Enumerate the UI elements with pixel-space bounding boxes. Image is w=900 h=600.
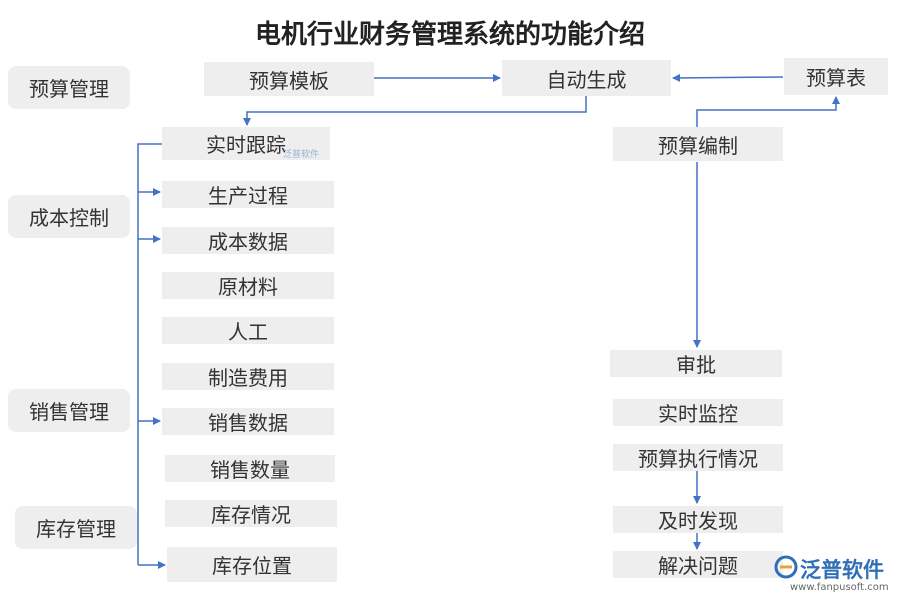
box-budget-template: 预算模板 — [204, 62, 374, 96]
box-realtime-monitor: 实时监控 — [613, 399, 783, 426]
category-sales: 销售管理 — [8, 389, 130, 432]
box-production-process: 生产过程 — [162, 181, 334, 208]
box-manufacturing-cost: 制造费用 — [162, 363, 334, 390]
page-title: 电机行业财务管理系统的功能介绍 — [254, 20, 645, 50]
box-labor: 人工 — [162, 317, 334, 344]
box-solve-problem: 解决问题 — [613, 551, 783, 578]
watermark-small: 泛普软件 — [283, 150, 320, 160]
box-budget-table: 预算表 — [784, 58, 888, 95]
box-inventory-location: 库存位置 — [167, 547, 337, 582]
fanpu-logo-icon — [774, 555, 798, 579]
box-budget-compile: 预算编制 — [613, 127, 783, 161]
box-approval: 审批 — [610, 350, 782, 377]
box-inventory-status: 库存情况 — [165, 500, 337, 527]
box-budget-execution: 预算执行情况 — [613, 444, 783, 471]
arrow-table-to-auto — [672, 73, 784, 82]
arrow-compile-to-table — [696, 96, 840, 128]
box-sales-data: 销售数据 — [162, 408, 334, 435]
box-timely-discover: 及时发现 — [613, 506, 783, 533]
box-auto-generate: 自动生成 — [502, 60, 671, 96]
box-sales-quantity: 销售数量 — [165, 455, 335, 482]
logo-url: www.fanpusoft.com — [790, 582, 889, 593]
category-cost: 成本控制 — [8, 195, 130, 238]
category-inventory: 库存管理 — [15, 506, 137, 549]
arrow-auto-to-tracking — [243, 96, 587, 126]
left-bracket-line — [137, 143, 162, 565]
box-cost-data: 成本数据 — [162, 227, 334, 254]
logo-name: 泛普软件 — [800, 558, 884, 582]
category-budget: 预算管理 — [8, 66, 130, 109]
box-raw-material: 原材料 — [162, 272, 334, 299]
box-realtime-tracking: 实时跟踪 — [162, 127, 330, 160]
